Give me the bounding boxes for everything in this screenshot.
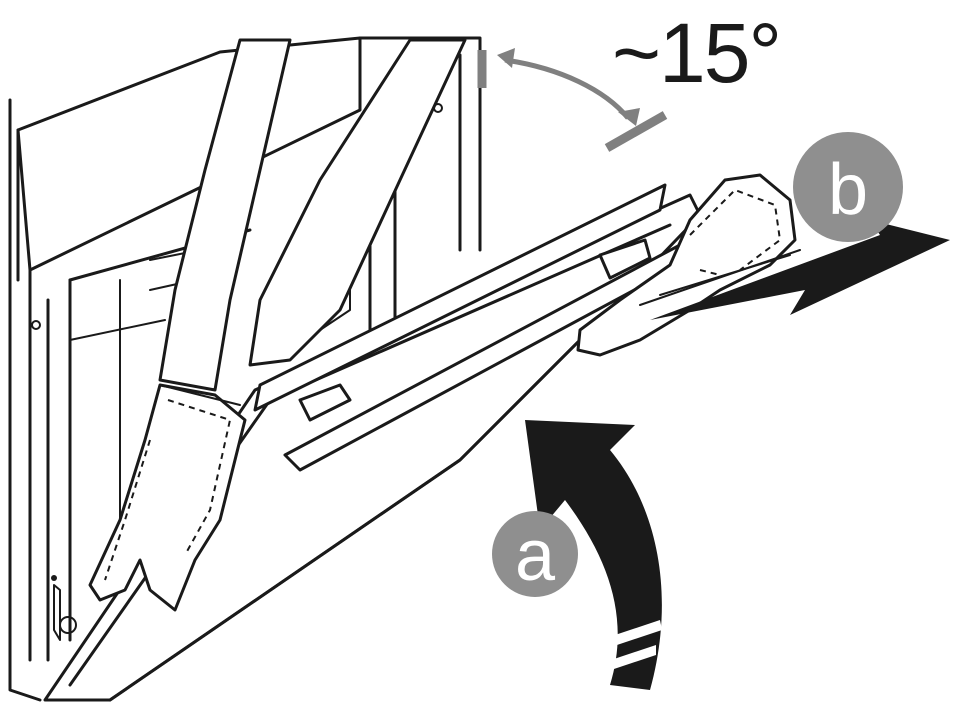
- angle-label: ~15°: [612, 6, 780, 100]
- step-b-badge: b: [793, 132, 903, 242]
- step-a-label: a: [515, 516, 556, 596]
- step-a-badge: a: [492, 511, 578, 597]
- step-b-label: b: [828, 150, 868, 230]
